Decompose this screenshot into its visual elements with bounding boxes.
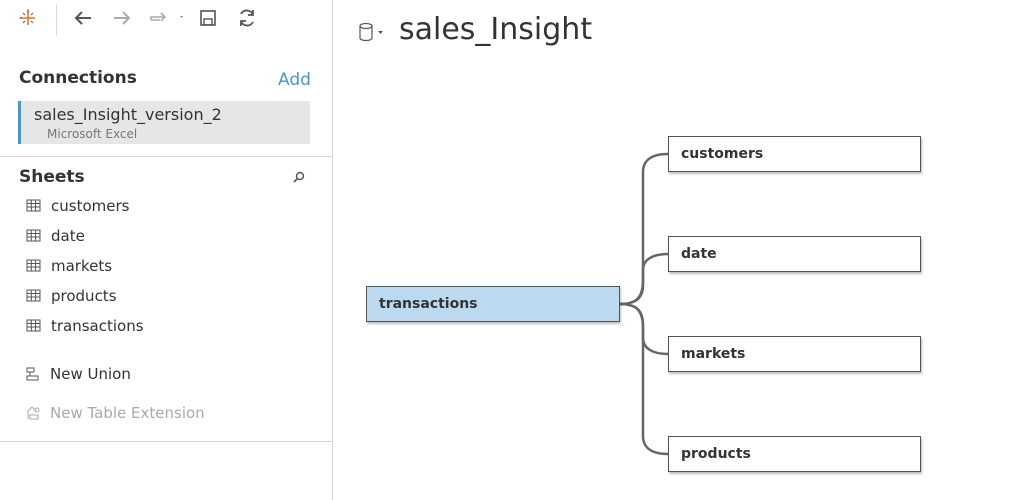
- connection-item[interactable]: sales_Insight_version_2 Microsoft Excel: [18, 101, 310, 144]
- table-node-customers[interactable]: customers: [668, 136, 921, 172]
- table-grid-icon: [26, 229, 42, 243]
- sheet-item-transactions[interactable]: transactions: [26, 315, 144, 337]
- sheet-label: markets: [51, 257, 113, 275]
- back-arrow-icon[interactable]: [71, 6, 95, 30]
- sheet-label: transactions: [51, 317, 144, 335]
- table-extension-icon: [26, 405, 42, 421]
- table-node-label: transactions: [379, 296, 478, 312]
- relationship-link: [619, 252, 669, 306]
- left-pane: Connections Add sales_Insight_version_2 …: [0, 0, 333, 500]
- sheet-label: customers: [51, 197, 130, 215]
- table-node-markets[interactable]: markets: [668, 336, 921, 372]
- sheet-item-markets[interactable]: markets: [26, 255, 112, 277]
- toolbar-separator: [56, 4, 57, 36]
- datasource-title[interactable]: sales_Insight: [399, 12, 593, 47]
- sheet-label: products: [51, 287, 117, 305]
- connection-type: Microsoft Excel: [47, 127, 138, 141]
- sheet-item-date[interactable]: date: [26, 225, 85, 247]
- table-node-products[interactable]: products: [668, 436, 921, 472]
- connection-name: sales_Insight_version_2: [34, 105, 222, 124]
- search-icon[interactable]: [290, 169, 308, 187]
- table-node-label: customers: [681, 146, 764, 162]
- union-icon: [26, 366, 42, 382]
- toolbar: [0, 0, 332, 36]
- refresh-icon[interactable]: [235, 6, 259, 30]
- section-divider: [0, 156, 332, 157]
- relationship-link: [619, 302, 669, 456]
- table-grid-icon: [26, 289, 42, 303]
- table-node-date[interactable]: date: [668, 236, 921, 272]
- add-connection-link[interactable]: Add: [278, 70, 311, 90]
- connections-header: Connections: [19, 68, 137, 88]
- sheet-item-customers[interactable]: customers: [26, 195, 129, 217]
- new-table-extension-label: New Table Extension: [50, 404, 205, 422]
- forward-arrow-icon[interactable]: [110, 6, 134, 30]
- database-dropdown-icon[interactable]: [358, 22, 386, 44]
- sheet-item-products[interactable]: products: [26, 285, 117, 307]
- sheet-label: date: [51, 227, 85, 245]
- table-node-label: date: [681, 246, 717, 262]
- new-union-item[interactable]: New Union: [26, 365, 131, 383]
- table-node-label: markets: [681, 346, 746, 362]
- new-union-label: New Union: [50, 365, 131, 383]
- section-divider: [0, 441, 332, 442]
- redo-dropdown-icon[interactable]: [148, 6, 188, 30]
- save-icon[interactable]: [196, 6, 220, 30]
- table-grid-icon: [26, 199, 42, 213]
- tableau-logo-icon[interactable]: [16, 6, 40, 30]
- table-node-label: products: [681, 446, 751, 462]
- table-node-transactions[interactable]: transactions: [366, 286, 620, 322]
- table-grid-icon: [26, 259, 42, 273]
- new-table-extension-item[interactable]: New Table Extension: [26, 404, 205, 422]
- table-grid-icon: [26, 319, 42, 333]
- sheets-header: Sheets: [19, 167, 85, 187]
